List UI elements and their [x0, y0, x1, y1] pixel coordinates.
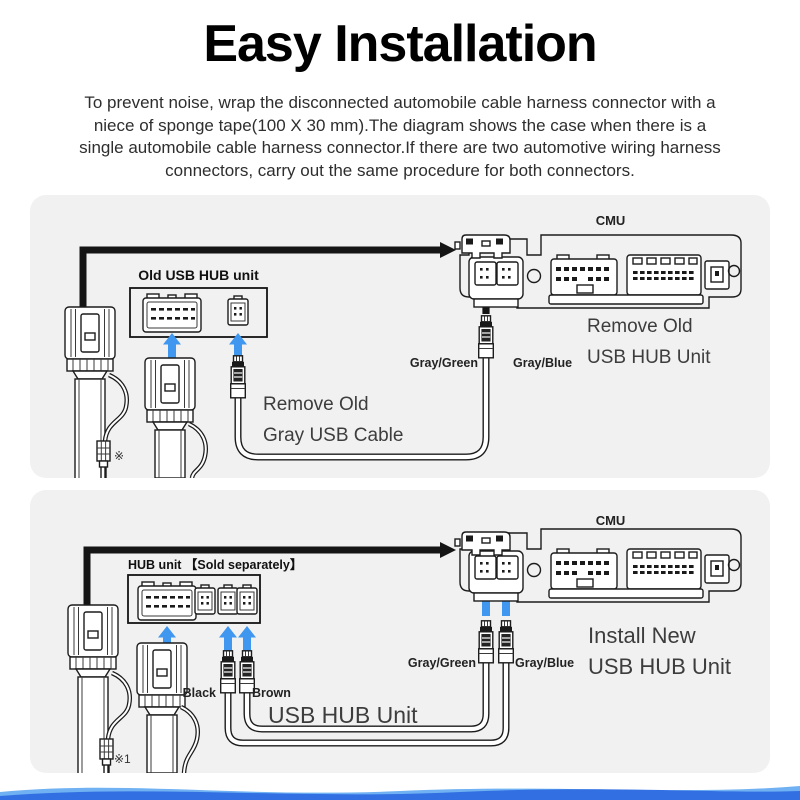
intro-line: single automobile cable harness connecto… [79, 138, 721, 157]
intro-text: To prevent noise, wrap the disconnected … [40, 92, 760, 182]
cmu-drawing [454, 234, 742, 309]
new-usb-hub-cables [219, 620, 514, 747]
blue-arrow-up-icon [219, 626, 237, 652]
gray-green-label: Gray/Green [409, 356, 478, 370]
blue-arrow-up-icon [238, 626, 256, 652]
remove-old-hub-drawing [64, 234, 742, 478]
install-unit-note: Install New USB HUB Unit [588, 623, 732, 679]
hub-harness-connector [136, 642, 200, 773]
old-gray-usb-cable [229, 315, 494, 461]
intro-line: connectors, carry out the same procedure… [165, 160, 635, 180]
gray-green-label: Gray/Green [407, 656, 476, 670]
footnote-mark: ※ [114, 449, 125, 463]
cmu-label: CMU [595, 213, 626, 228]
new-hub-box-label: HUB unit 【Sold separately】 [128, 558, 303, 572]
diagram-install-new-hub: CMU HUB unit 【Sold separately】 Black Bro… [30, 490, 770, 773]
hub-harness-connector [144, 357, 208, 478]
car-harness-connector [67, 604, 132, 773]
install-new-hub-drawing [67, 528, 742, 773]
remove-unit-note: Remove Old USB HUB Unit [587, 316, 711, 368]
new-hub-box [127, 574, 261, 624]
harness-routing-line [83, 542, 456, 607]
gray-blue-label: Gray/Blue [515, 656, 575, 670]
harness-routing-line [79, 242, 456, 309]
intro-line: To prevent noise, wrap the disconnected … [84, 93, 716, 112]
cmu-drawing [454, 528, 742, 603]
bottom-wave-decoration [0, 786, 800, 800]
car-harness-connector [64, 306, 129, 478]
diagram-remove-old-hub: CMU Old USB HUB unit Remove Old Gray USB… [30, 195, 770, 478]
old-usb-hub-box [129, 287, 268, 338]
black-wire-label: Black [182, 686, 216, 700]
brown-wire-label: Brown [252, 686, 291, 700]
page-title: Easy Installation [203, 15, 597, 73]
intro-line: niece of sponge tape(100 X 30 mm).The di… [93, 115, 707, 135]
footnote-mark: ※1 [114, 752, 131, 766]
gray-blue-label: Gray/Blue [513, 356, 573, 370]
usb-hub-unit-label: USB HUB Unit [268, 702, 418, 728]
old-hub-box-label: Old USB HUB unit [138, 267, 259, 283]
remove-cable-note: Remove Old Gray USB Cable [263, 394, 404, 446]
cmu-label: CMU [595, 513, 626, 528]
